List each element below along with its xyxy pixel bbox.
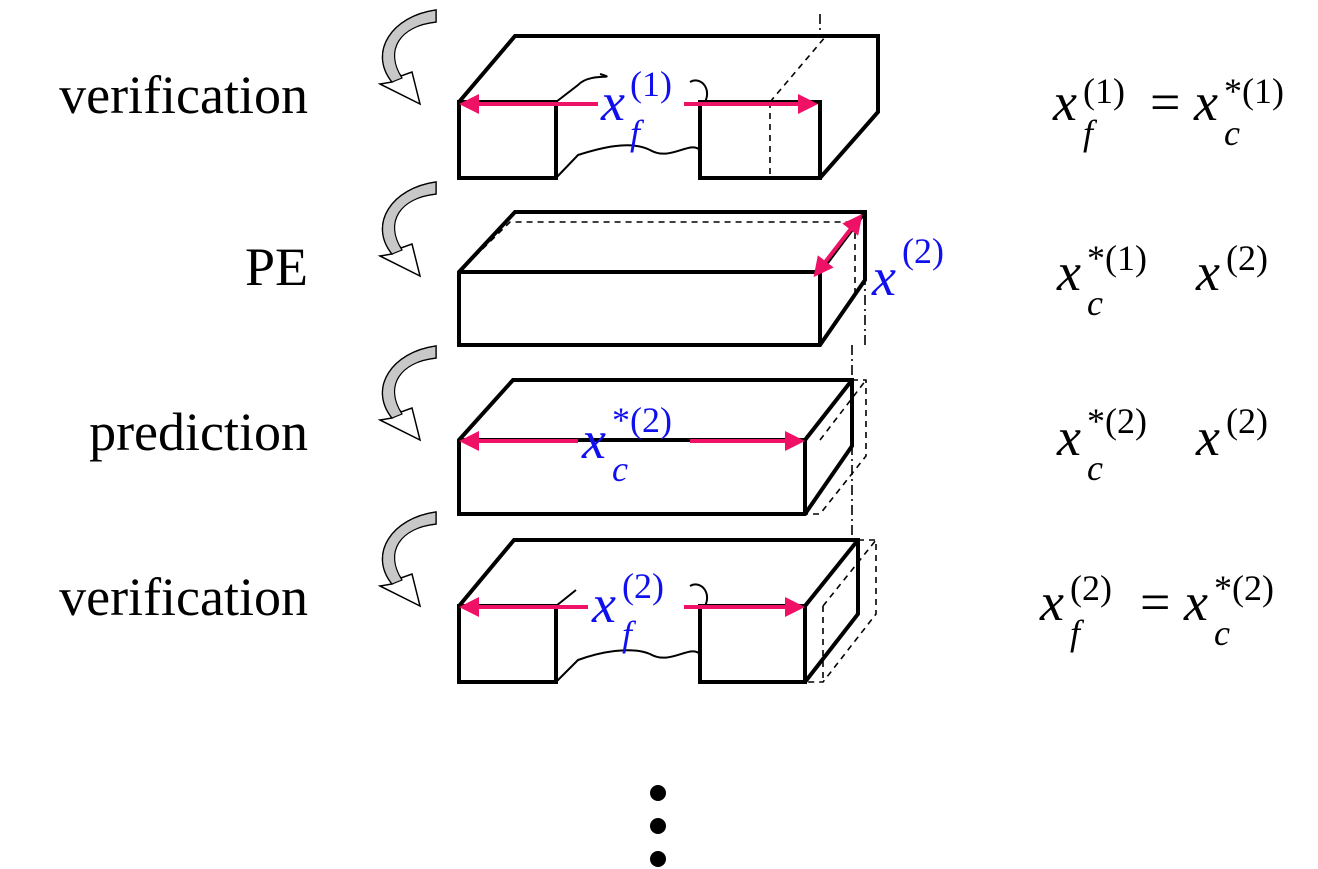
step-1: verification x f (1) x f (1) = x c *(1) (59, 9, 1284, 180)
svg-text:f: f (622, 614, 637, 654)
loop-arrow-icon (379, 345, 437, 441)
loop-arrow-icon (379, 511, 437, 607)
svg-text:c: c (1087, 448, 1103, 488)
svg-text:(2): (2) (1226, 401, 1268, 441)
svg-text:x: x (1183, 572, 1208, 632)
svg-text:x: x (1056, 407, 1081, 467)
svg-text:=: = (1140, 572, 1170, 632)
svg-text:(1): (1) (630, 64, 672, 104)
svg-text:x: x (1056, 242, 1081, 302)
svg-text:(2): (2) (1070, 568, 1112, 608)
svg-text:c: c (1224, 113, 1240, 153)
svg-text:x: x (581, 410, 606, 470)
svg-text:*(1): *(1) (1224, 71, 1284, 111)
annotation-x2: x (2) (871, 231, 944, 307)
relation-3: x c *(2) x (2) (1056, 401, 1268, 488)
dimension-arrow-depth (813, 213, 863, 278)
svg-text:c: c (1214, 613, 1230, 653)
step-label: PE (245, 237, 308, 297)
step-label: verification (59, 567, 308, 627)
step-label: verification (59, 65, 308, 125)
svg-text:(2): (2) (622, 566, 664, 606)
svg-text:*(2): *(2) (612, 400, 672, 440)
relation-2: x c *(1) x (2) (1056, 238, 1268, 323)
svg-text:x: x (1039, 572, 1064, 632)
svg-text:x: x (1052, 72, 1077, 132)
svg-text:f: f (1083, 113, 1098, 153)
svg-text:(2): (2) (902, 231, 944, 271)
loop-arrow-icon (379, 9, 437, 105)
svg-text:f: f (1070, 613, 1085, 653)
plain-block (457, 210, 867, 347)
vertical-ellipsis-icon (650, 785, 666, 867)
svg-text:x: x (1195, 242, 1220, 302)
svg-text:*(2): *(2) (1214, 568, 1274, 608)
notched-block (457, 34, 880, 180)
notched-block (457, 538, 877, 684)
svg-text:x: x (600, 72, 625, 132)
annotation-xc2: x c *(2) (581, 400, 672, 489)
svg-text:x: x (871, 247, 896, 307)
svg-text:x: x (591, 574, 616, 634)
relation-1: x f (1) = x c *(1) (1052, 71, 1284, 153)
step-label: prediction (89, 402, 308, 462)
svg-text:=: = (1150, 72, 1180, 132)
svg-text:c: c (612, 449, 628, 489)
loop-arrow-icon (379, 181, 437, 277)
svg-text:(1): (1) (1083, 71, 1125, 111)
svg-text:(2): (2) (1226, 238, 1268, 278)
step-3: prediction x c *(2) x c *(2) x (2) (89, 345, 1268, 516)
annotation-xf1: x f (1) (600, 64, 672, 153)
svg-text:*(2): *(2) (1087, 401, 1147, 441)
annotation-xf2: x f (2) (591, 566, 664, 654)
svg-text:x: x (1195, 407, 1220, 467)
relation-4: x f (2) = x c *(2) (1039, 568, 1274, 653)
svg-text:x: x (1193, 72, 1218, 132)
step-4: verification x f (2) x f (2) = x c (59, 511, 1274, 684)
svg-text:*(1): *(1) (1087, 238, 1147, 278)
svg-text:c: c (1087, 283, 1103, 323)
step-2: PE x (2) x c *(1) x (2) (245, 181, 1268, 347)
